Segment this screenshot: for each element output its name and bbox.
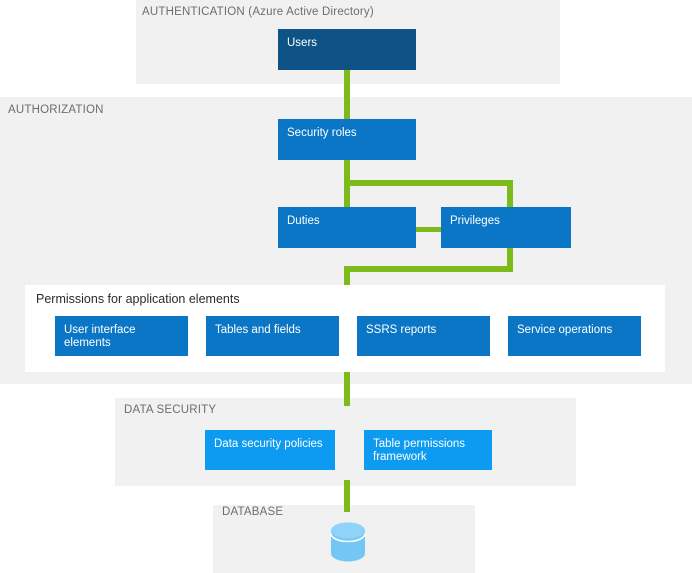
database-band-label: DATABASE xyxy=(222,506,284,518)
node-table-permissions-framework-label: Table permissions framework xyxy=(373,438,466,463)
node-security-roles[interactable]: Security roles xyxy=(278,119,416,160)
connector-privileges-to-center xyxy=(344,266,513,272)
connector-to-permissions xyxy=(344,266,350,289)
permissions-panel-label: Permissions for application elements xyxy=(36,292,240,306)
node-security-roles-label: Security roles xyxy=(287,127,357,139)
connector-branch-horizontal xyxy=(344,180,513,186)
connector-privileges-down xyxy=(507,244,513,272)
data-security-band xyxy=(115,398,576,486)
node-tables-and-fields-label: Tables and fields xyxy=(215,324,301,336)
node-data-security-policies-label: Data security policies xyxy=(214,438,323,450)
node-users[interactable]: Users xyxy=(278,29,416,70)
node-tables-and-fields[interactable]: Tables and fields xyxy=(206,316,339,356)
node-table-permissions-framework[interactable]: Table permissions framework xyxy=(364,430,492,470)
connector-duties-to-privileges xyxy=(411,227,447,232)
connector-users-to-security-roles xyxy=(344,63,350,121)
authentication-band-label: AUTHENTICATION (Azure Active Directory) xyxy=(142,6,374,18)
connector-permissions-to-data-security xyxy=(344,372,350,406)
node-duties[interactable]: Duties xyxy=(278,207,416,248)
data-security-band-label: DATA SECURITY xyxy=(124,404,217,416)
node-privileges-label: Privileges xyxy=(450,215,500,227)
node-user-interface-elements[interactable]: User interface elements xyxy=(55,316,188,356)
connector-branch-to-privileges xyxy=(507,180,513,211)
node-users-label: Users xyxy=(287,37,318,49)
connector-data-security-to-database xyxy=(344,480,350,512)
node-service-operations[interactable]: Service operations xyxy=(508,316,641,356)
authorization-band-label: AUTHORIZATION xyxy=(8,104,104,116)
node-user-interface-elements-label: User interface elements xyxy=(64,324,136,349)
node-ssrs-reports-label: SSRS reports xyxy=(366,324,437,336)
node-data-security-policies[interactable]: Data security policies xyxy=(205,430,335,470)
database-cylinder-icon xyxy=(330,522,366,562)
node-ssrs-reports[interactable]: SSRS reports xyxy=(357,316,490,356)
node-duties-label: Duties xyxy=(287,215,320,227)
node-privileges[interactable]: Privileges xyxy=(441,207,571,248)
node-service-operations-label: Service operations xyxy=(517,324,613,336)
